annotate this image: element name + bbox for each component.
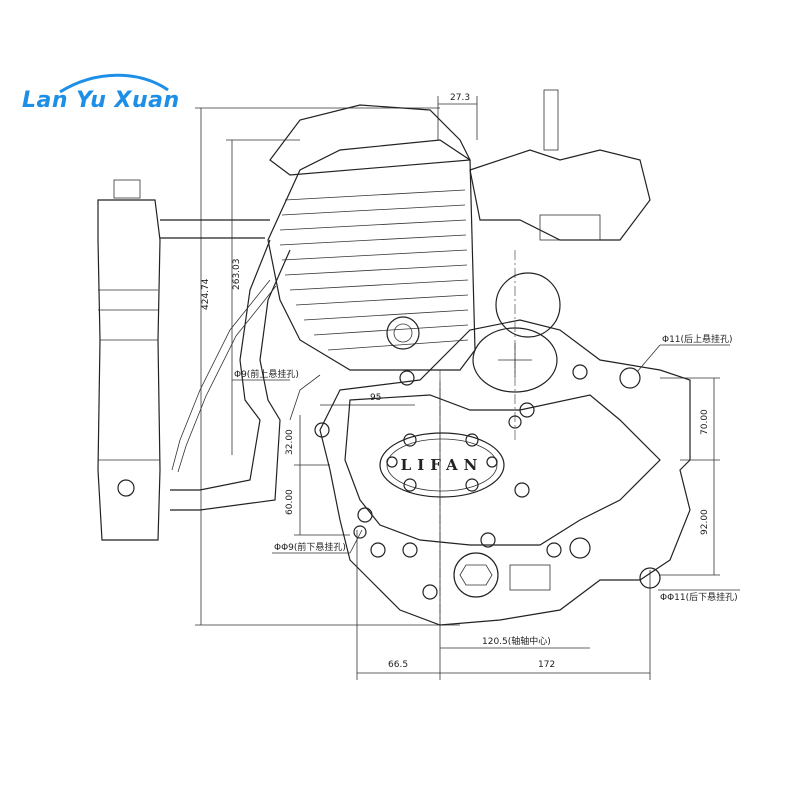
dim-width-95: 95 [370,393,381,403]
callout-phi9-front-upper: Φ9(前上悬挂孔) [234,368,299,380]
dim-cylinder-height: 263.03 [232,259,242,291]
brand-logo: Lan Yu Xuan [22,88,180,113]
dim-right-70: 70.00 [700,409,710,435]
dim-bottom-66: 66.5 [388,660,408,670]
callout-phi11-rear-upper: Φ11(后上悬挂孔) [662,333,733,345]
dim-left-60: 60.00 [285,489,295,515]
bolts [314,364,661,600]
callout-phi11-rear-lower: ΦΦ11(后下悬挂孔) [660,591,738,603]
cover-brand: LIFAN [401,456,484,474]
logo-swoosh [59,73,169,94]
dim-top-offset: 27.3 [450,93,470,103]
dim-left-32: 32.00 [285,429,295,455]
dim-total-height: 424.74 [201,278,211,310]
cylinder-fins [279,189,469,351]
logo-text: Lan Yu Xuan [22,88,180,113]
callout-phi9-front-lower: ΦΦ9(前下悬挂孔) [274,541,346,553]
dim-bottom-120: 120.5(轴轴中心) [482,635,551,647]
dim-right-92: 92.00 [700,509,710,535]
dim-bottom-172: 172 [538,660,555,670]
